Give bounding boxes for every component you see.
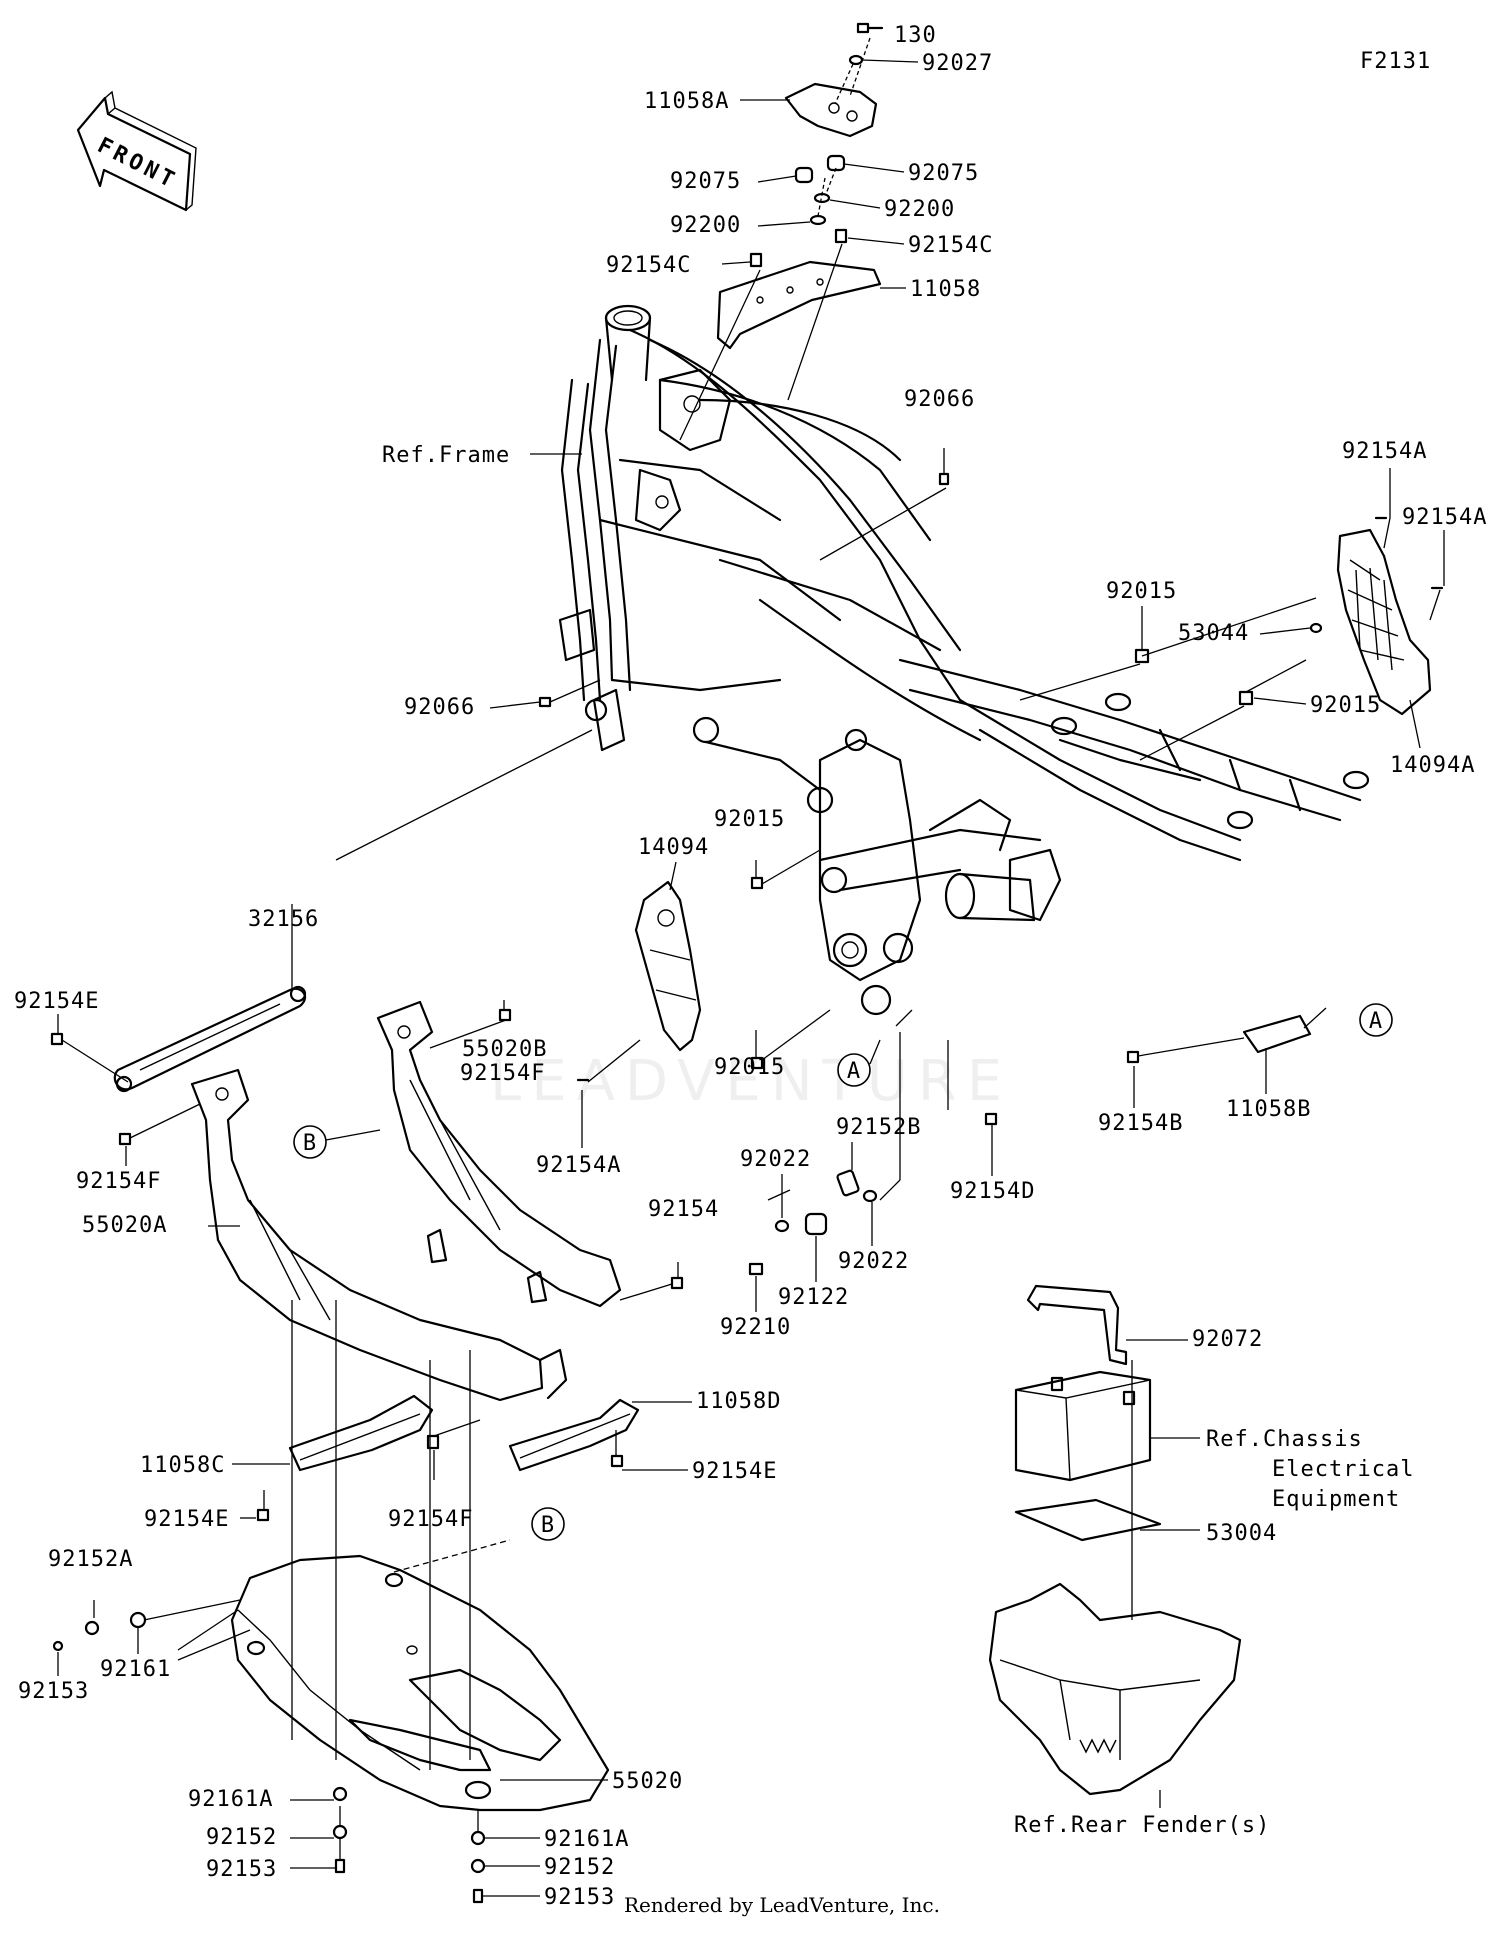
label-92154D: 92154D [950, 1179, 1035, 1204]
label-92161A-left: 92161A [188, 1787, 273, 1812]
svg-text:A: A [1369, 1009, 1383, 1034]
label-92154A-top2: 92154A [1402, 505, 1487, 530]
label-53044: 53044 [1178, 621, 1249, 646]
label-14094: 14094 [638, 835, 709, 860]
bolts-92066 [489, 448, 950, 709]
bolt-92154F-bottom [426, 1419, 481, 1480]
battery-strap-92072 [1026, 1284, 1188, 1366]
label-92210: 92210 [720, 1315, 791, 1340]
label-ref-rear-fender: Ref.Rear Fender(s) [1014, 1813, 1270, 1838]
label-92154A-top1: 92154A [1342, 439, 1427, 464]
label-11058C: 11058C [140, 1453, 225, 1478]
label-92154E-left: 92154E [144, 1507, 229, 1532]
rear-shock-32156 [50, 729, 593, 1093]
label-130: 130 [894, 23, 937, 48]
label-92154E-top: 92154E [14, 989, 99, 1014]
front-arrow-icon: FRONT [76, 90, 197, 212]
label-ref-chassis-2: Electrical [1272, 1457, 1414, 1482]
label-92015-lower: 92015 [714, 1055, 785, 1080]
label-92153-bottom: 92153 [206, 1857, 277, 1882]
main-frame [530, 304, 1370, 1016]
top-bracket-assembly [679, 22, 884, 441]
label-92154F-top: 92154F [460, 1061, 545, 1086]
label-92027: 92027 [922, 51, 993, 76]
label-92154B: 92154B [1098, 1111, 1183, 1136]
skid-plate-55020 [52, 1300, 610, 1904]
label-92161A-bottom: 92161A [544, 1827, 629, 1852]
marker-b-left: B [293, 1125, 381, 1159]
label-92022-right: 92022 [838, 1249, 909, 1274]
bracket-11058D [508, 1398, 640, 1472]
bracket-11058B [1126, 1007, 1327, 1064]
battery-case [988, 1360, 1242, 1808]
label-92152-left: 92152 [206, 1825, 277, 1850]
label-11058A: 11058A [644, 89, 729, 114]
label-92072: 92072 [1192, 1327, 1263, 1352]
svg-text:A: A [847, 1059, 861, 1084]
label-92154C-right: 92154C [908, 233, 993, 258]
watermark: LEADVENTURE [490, 1049, 1012, 1114]
label-92122: 92122 [778, 1285, 849, 1310]
label-92200-left: 92200 [670, 213, 741, 238]
label-92161: 92161 [100, 1657, 171, 1682]
bracket-11058C [256, 1394, 434, 1522]
label-32156: 32156 [248, 907, 319, 932]
label-53004: 53004 [1206, 1521, 1277, 1546]
bracket-55020A [118, 1068, 568, 1402]
pad-53004 [1014, 1498, 1200, 1542]
label-92022-left: 92022 [740, 1147, 811, 1172]
label-92152A: 92152A [48, 1547, 133, 1572]
label-ref-frame: Ref.Frame [382, 443, 510, 468]
label-92154A-lower: 92154A [536, 1153, 621, 1178]
label-92066-left: 92066 [404, 695, 475, 720]
label-55020A: 55020A [82, 1213, 167, 1238]
label-92154F-left: 92154F [76, 1169, 161, 1194]
label-ref-chassis-3: Equipment [1272, 1487, 1400, 1512]
bracket-55020B [376, 1000, 684, 1308]
label-11058: 11058 [910, 277, 981, 302]
svg-text:B: B [541, 1513, 555, 1538]
marker-a-right: A [1359, 1003, 1393, 1037]
label-92154F-bottom: 92154F [388, 1507, 473, 1532]
label-92200-right: 92200 [884, 197, 955, 222]
label-92153-left: 92153 [18, 1679, 89, 1704]
label-92066-top: 92066 [904, 387, 975, 412]
cover-14094A [1019, 516, 1444, 761]
battery [1014, 1370, 1200, 1482]
footer-credit: Rendered by LeadVenture, Inc. [624, 1893, 940, 1917]
label-92015-center: 92015 [714, 807, 785, 832]
label-92153-bottom2: 92153 [544, 1885, 615, 1910]
label-92015-right: 92015 [1310, 693, 1381, 718]
pivot-hardware [748, 1009, 998, 1276]
label-92015-mid: 92015 [1106, 579, 1177, 604]
label-55020: 55020 [612, 1769, 683, 1794]
svg-text:B: B [303, 1131, 317, 1156]
label-11058B: 11058B [1226, 1097, 1311, 1122]
label-92075-left: 92075 [670, 169, 741, 194]
cover-14094 [576, 849, 831, 1083]
label-11058D: 11058D [696, 1389, 781, 1414]
label-14094A: 14094A [1390, 753, 1475, 778]
marker-b-bottom: B [531, 1507, 565, 1541]
diagram-id: F2131 [1360, 49, 1431, 74]
marker-a-center: A [837, 1039, 881, 1087]
label-ref-chassis-1: Ref.Chassis [1206, 1427, 1363, 1452]
label-92154: 92154 [648, 1197, 719, 1222]
label-92154E-right: 92154E [692, 1459, 777, 1484]
label-92152B: 92152B [836, 1115, 921, 1140]
label-55020B: 55020B [462, 1037, 547, 1062]
part-labels: 130 92027 11058A 92075 92075 92200 92200… [14, 23, 1487, 1910]
label-92075-right: 92075 [908, 161, 979, 186]
label-92154C-left: 92154C [606, 253, 691, 278]
label-92152-bottom: 92152 [544, 1855, 615, 1880]
